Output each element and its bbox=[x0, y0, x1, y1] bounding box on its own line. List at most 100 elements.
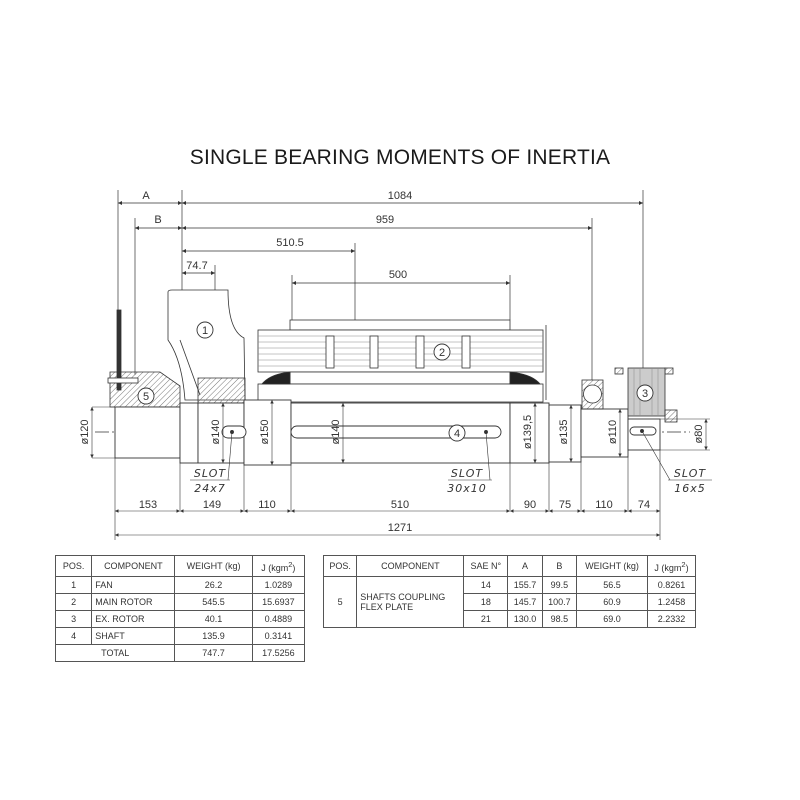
coupling-inertia-table: POS. COMPONENT SAE N° A B WEIGHT (kg) J … bbox=[322, 555, 697, 628]
cell: 18 bbox=[463, 593, 509, 611]
cell: SHAFT bbox=[91, 627, 176, 645]
cell: 2.2332 bbox=[646, 610, 697, 628]
dia-140b: ø140 bbox=[330, 419, 342, 444]
dim-bottom-510: 510 bbox=[391, 499, 409, 511]
drawing-title: SINGLE BEARING MOMENTS OF INERTIA bbox=[189, 146, 611, 169]
cell: 14 bbox=[463, 576, 509, 594]
cell: 0.4889 bbox=[251, 610, 306, 628]
dim-bottom-75: 75 bbox=[559, 499, 571, 511]
cell: 2 bbox=[54, 593, 93, 611]
cell: 99.5 bbox=[541, 576, 578, 594]
slot-3-size: 16x5 bbox=[674, 482, 706, 495]
cell: 60.9 bbox=[576, 593, 648, 611]
balloon-5-label: 5 bbox=[143, 391, 149, 403]
dim-A: A bbox=[142, 190, 150, 202]
col-sae: SAE N° bbox=[463, 555, 509, 577]
dia-110: ø110 bbox=[607, 420, 619, 444]
slot-1-size: 24x7 bbox=[194, 482, 226, 495]
col-inertia: J (kgm2) bbox=[646, 555, 697, 577]
cell: 4 bbox=[54, 627, 93, 645]
dia-140a: ø140 bbox=[210, 419, 222, 444]
cell: 69.0 bbox=[576, 610, 648, 628]
dim-510-5: 510.5 bbox=[276, 237, 304, 249]
pos-cell: 5 bbox=[322, 576, 358, 628]
cell: 100.7 bbox=[541, 593, 578, 611]
cell: MAIN ROTOR bbox=[91, 593, 176, 611]
inertia-sup: 2 bbox=[288, 559, 293, 569]
dim-B: B bbox=[154, 214, 161, 226]
component-line-1: SHAFTS COUPLING bbox=[360, 592, 446, 602]
total-weight: 747.7 bbox=[174, 644, 253, 662]
balloon-1-label: 1 bbox=[202, 325, 208, 337]
balloon-4 bbox=[448, 424, 466, 442]
balloon-5 bbox=[137, 387, 155, 405]
cell: 40.1 bbox=[174, 610, 253, 628]
slot-1-label: SLOT bbox=[194, 467, 226, 480]
dia-120: ø120 bbox=[79, 419, 91, 444]
balloon-1 bbox=[196, 321, 214, 339]
col-component: COMPONENT bbox=[91, 555, 176, 577]
main-rotor bbox=[257, 319, 547, 403]
col-a: A bbox=[507, 555, 543, 577]
cell: 3 bbox=[54, 610, 93, 628]
col-b: B bbox=[541, 555, 578, 577]
dim-bottom-149: 149 bbox=[203, 499, 221, 511]
cell: 98.5 bbox=[541, 610, 578, 628]
component-line-2: FLEX PLATE bbox=[360, 602, 414, 612]
cell: 21 bbox=[463, 610, 509, 628]
balloon-3-label: 3 bbox=[642, 388, 648, 400]
total-inertia: 17.5256 bbox=[251, 644, 306, 662]
dim-bottom-74: 74 bbox=[638, 499, 650, 511]
dim-total-1271: 1271 bbox=[388, 522, 412, 534]
cell: 545.5 bbox=[174, 593, 253, 611]
dim-bottom-153: 153 bbox=[139, 499, 157, 511]
col-pos: POS. bbox=[322, 555, 358, 577]
cell: 56.5 bbox=[576, 576, 648, 594]
bearing bbox=[581, 379, 604, 410]
balloon-4-label: 4 bbox=[454, 428, 460, 440]
cell: 135.9 bbox=[174, 627, 253, 645]
slot-2-size: 30x10 bbox=[447, 482, 487, 495]
col-pos: POS. bbox=[54, 555, 93, 577]
cell: 1.2458 bbox=[646, 593, 697, 611]
slot-2-label: SLOT bbox=[451, 467, 483, 480]
cell: 145.7 bbox=[507, 593, 543, 611]
fan bbox=[167, 289, 246, 404]
dim-bottom-110b: 110 bbox=[595, 499, 613, 511]
balloon-3 bbox=[636, 384, 654, 402]
inertia-sup: 2 bbox=[681, 559, 686, 569]
dim-1084: 1084 bbox=[388, 190, 412, 202]
inertia-close: ) bbox=[685, 562, 689, 573]
balloon-2 bbox=[433, 343, 451, 361]
cell: 15.6937 bbox=[251, 593, 306, 611]
dia-150: ø150 bbox=[259, 419, 271, 444]
inertia-unit: J (kgm bbox=[261, 562, 289, 573]
dim-74-7: 74.7 bbox=[186, 260, 207, 272]
shaft bbox=[114, 399, 661, 466]
dim-bottom-110: 110 bbox=[258, 499, 276, 511]
col-weight: WEIGHT (kg) bbox=[576, 555, 648, 577]
inertia-unit: J (kgm bbox=[654, 562, 682, 573]
cell: 155.7 bbox=[507, 576, 543, 594]
col-component: COMPONENT bbox=[356, 555, 465, 577]
total-label: TOTAL bbox=[54, 644, 176, 662]
slot-3-label: SLOT bbox=[674, 467, 706, 480]
cell: 1 bbox=[54, 576, 93, 594]
dia-139-5: ø139,5 bbox=[522, 415, 534, 449]
col-inertia: J (kgm2) bbox=[251, 555, 306, 577]
inertia-close: ) bbox=[292, 562, 296, 573]
cell: 0.8261 bbox=[646, 576, 697, 594]
col-weight: WEIGHT (kg) bbox=[174, 555, 253, 577]
cell: 130.0 bbox=[507, 610, 543, 628]
dia-80: ø80 bbox=[693, 425, 705, 444]
